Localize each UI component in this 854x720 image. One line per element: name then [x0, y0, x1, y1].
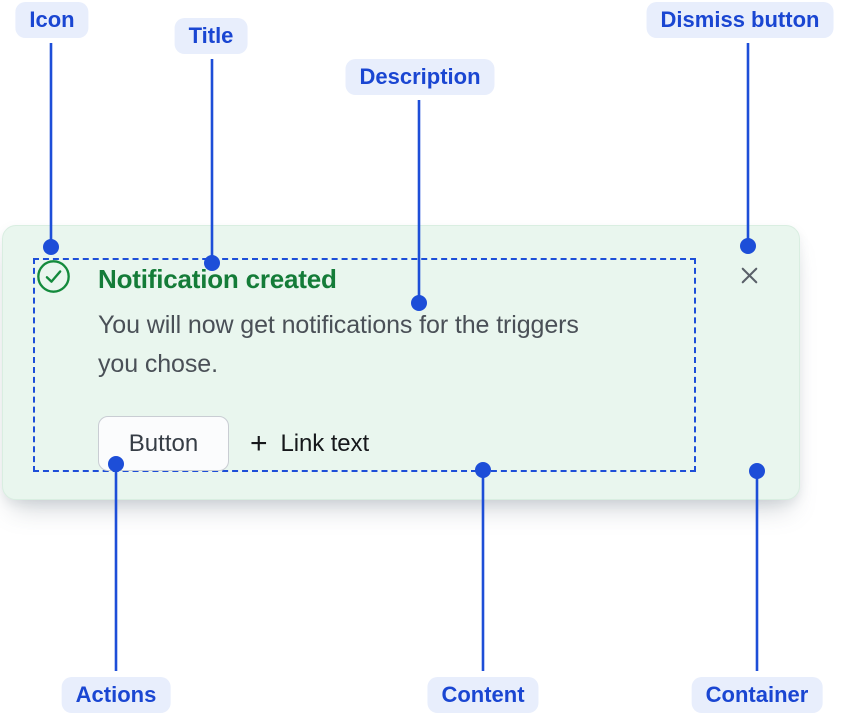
callout-label-dismiss-button: Dismiss button — [646, 2, 834, 38]
toast-link-label: Link text — [280, 429, 370, 457]
close-icon — [737, 263, 762, 291]
callout-label-description: Description — [345, 59, 495, 95]
callout-label-content: Content — [427, 677, 539, 713]
plus-icon: + — [250, 426, 268, 460]
toast-description-line: You will now get notifications for the t… — [98, 311, 579, 339]
toast-description-line: you chose. — [98, 350, 218, 378]
toast-container: Notification created You will now get no… — [2, 225, 800, 500]
callout-label-title: Title — [174, 18, 248, 54]
check-circle-icon — [36, 259, 71, 294]
toast-title: Notification created — [98, 264, 337, 294]
toast-description: You will now get notifications for the t… — [98, 306, 579, 384]
callout-label-icon: Icon — [15, 2, 89, 38]
callout-label-actions: Actions — [61, 677, 171, 713]
toast-action-button[interactable]: Button — [98, 416, 229, 471]
toast-content-region — [33, 258, 696, 472]
toast-link-action[interactable]: + Link text — [250, 426, 370, 460]
toast-actions-row: Button + Link text — [98, 416, 369, 471]
callout-label-container: Container — [691, 677, 823, 713]
dismiss-button[interactable] — [731, 259, 767, 295]
